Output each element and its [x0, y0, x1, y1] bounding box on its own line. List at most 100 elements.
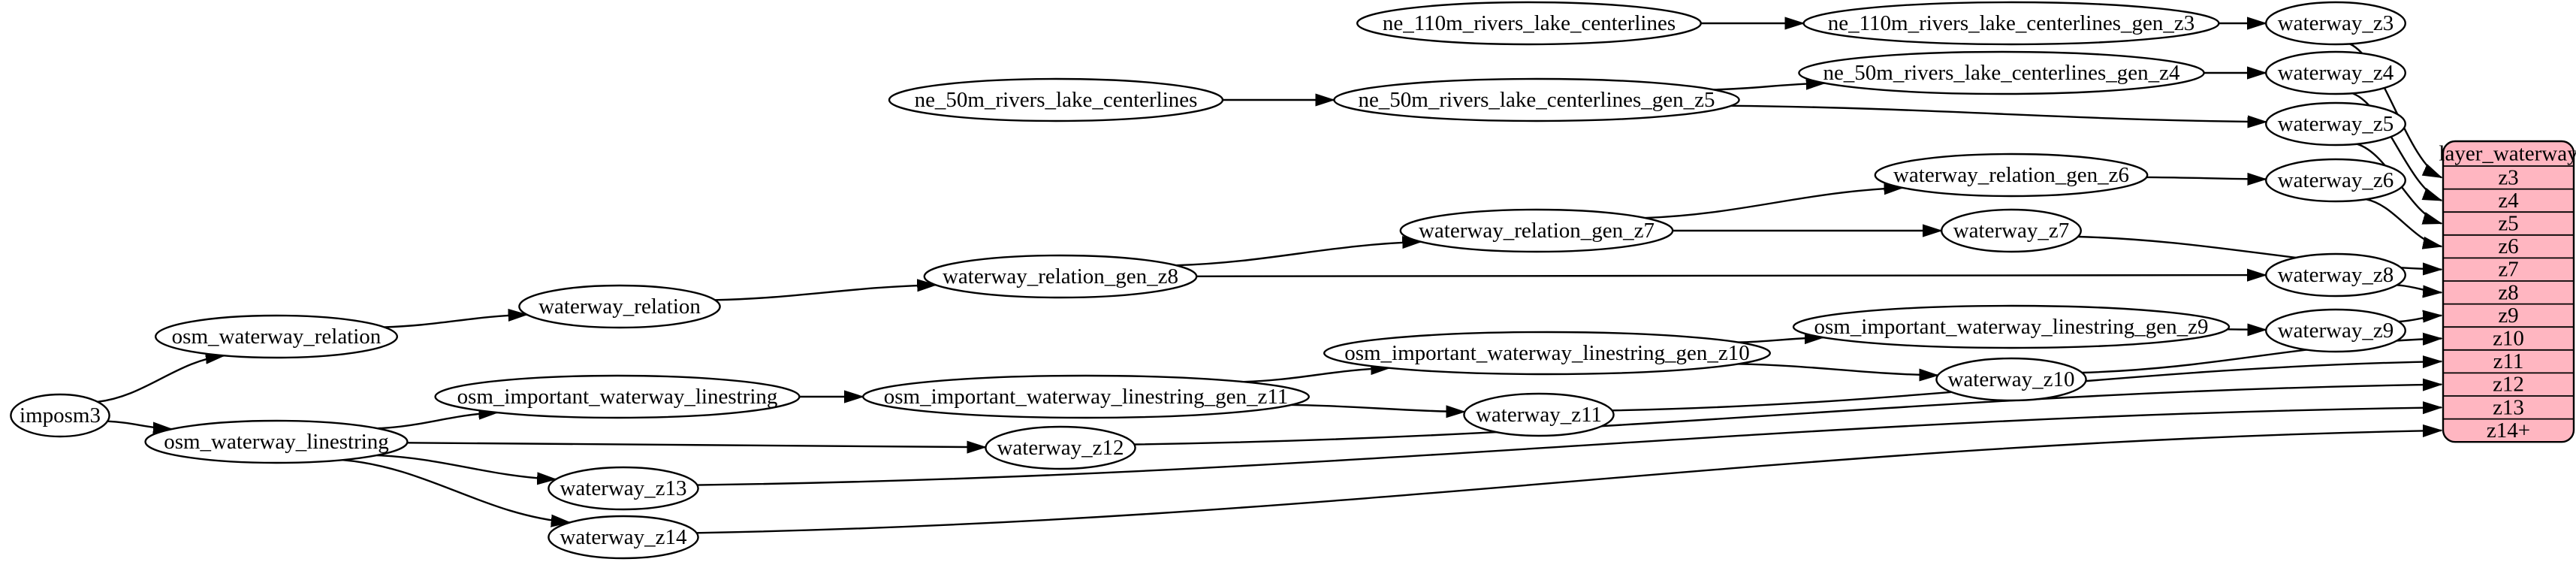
edge-osm_important_waterway_linestring_gen_z10-to-osm_important_waterway_linestring_gen_z9	[1738, 337, 1823, 342]
node-ellipse-waterway_z7	[1940, 208, 2082, 253]
table-row-z13: z13	[2493, 395, 2524, 419]
table-row-z10: z10	[2493, 327, 2524, 351]
table-title: layer_waterway	[2439, 142, 2576, 166]
table-row-z5: z5	[2498, 212, 2518, 236]
node-label-osm_important_waterway_linestring_gen_z10: osm_important_waterway_linestring_gen_z1…	[1344, 341, 1750, 365]
node-waterway_z14: waterway_z14	[547, 515, 699, 560]
edge-waterway_relation-to-waterway_relation_gen_z8	[715, 285, 936, 301]
node-osm_waterway_relation: osm_waterway_relation	[154, 314, 399, 359]
edge-waterway_z6-to-row-z6	[2366, 198, 2442, 246]
node-label-waterway_z7: waterway_z7	[1953, 219, 2070, 243]
node-label-osm_waterway_linestring: osm_waterway_linestring	[164, 430, 389, 454]
edge-waterway_relation_gen_z6-to-waterway_z6	[2146, 177, 2266, 180]
node-ne_50m_rivers_lake_centerlines: ne_50m_rivers_lake_centerlines	[888, 77, 1224, 122]
table-row-z9: z9	[2498, 304, 2518, 328]
edge-osm_important_waterway_linestring_gen_z9-to-waterway_z9	[2227, 329, 2266, 330]
edge-waterway_relation_gen_z7-to-waterway_relation_gen_z6	[1645, 188, 1902, 219]
edge-waterway_z4-to-row-z4	[2352, 92, 2442, 202]
node-label-waterway_z10: waterway_z10	[1947, 367, 2074, 391]
node-label-waterway_z14: waterway_z14	[560, 525, 687, 549]
node-osm_important_waterway_linestring_gen_z9: osm_important_waterway_linestring_gen_z9	[1792, 304, 2231, 349]
node-ne_110m_rivers_lake_centerlines_gen_z3: ne_110m_rivers_lake_centerlines_gen_z3	[1802, 1, 2220, 46]
node-ellipse-osm_important_waterway_linestring	[434, 374, 801, 419]
edge-waterway_relation_gen_z8-to-waterway_relation_gen_z7	[1175, 242, 1421, 267]
node-osm_important_waterway_linestring: osm_important_waterway_linestring	[434, 374, 801, 419]
node-waterway_z5: waterway_z5	[2264, 101, 2406, 147]
edge-waterway_z13-to-row-z13	[697, 407, 2442, 486]
node-ellipse-waterway_z9	[2264, 308, 2406, 353]
node-label-waterway_z13: waterway_z13	[560, 476, 686, 500]
edge-imposm3-to-osm_waterway_linestring	[107, 420, 172, 429]
edge-osm_waterway_linestring-to-osm_important_waterway_linestring	[377, 412, 498, 430]
node-label-imposm3: imposm3	[20, 403, 101, 428]
node-waterway_z9: waterway_z9	[2264, 308, 2406, 353]
node-label-ne_110m_rivers_lake_centerlines_gen_z3: ne_110m_rivers_lake_centerlines_gen_z3	[1828, 11, 2195, 35]
node-label-waterway_z4: waterway_z4	[2278, 61, 2394, 85]
edge-osm_waterway_linestring-to-waterway_z14	[342, 459, 570, 522]
edge-osm_important_waterway_linestring_gen_z11-to-waterway_z11	[1291, 403, 1465, 412]
node-ellipse-waterway_z13	[547, 466, 699, 511]
edge-osm_waterway_linestring-to-waterway_z12	[407, 443, 985, 447]
node-ellipse-waterway_z3	[2264, 1, 2406, 46]
node-ellipse-osm_important_waterway_linestring_gen_z9	[1792, 304, 2231, 349]
node-ellipse-imposm3	[10, 393, 110, 438]
node-label-waterway_z3: waterway_z3	[2278, 11, 2394, 35]
edge-imposm3-to-osm_waterway_relation	[97, 355, 225, 403]
node-osm_important_waterway_linestring_gen_z10: osm_important_waterway_linestring_gen_z1…	[1323, 331, 1771, 376]
node-waterway_z3: waterway_z3	[2264, 1, 2406, 46]
node-ne_110m_rivers_lake_centerlines: ne_110m_rivers_lake_centerlines	[1356, 1, 1702, 46]
table-row-z3: z3	[2498, 165, 2518, 189]
edge-waterway_z14-to-row-z14+	[696, 431, 2442, 534]
node-ne_50m_rivers_lake_centerlines_gen_z5: ne_50m_rivers_lake_centerlines_gen_z5	[1333, 77, 1740, 122]
edge-waterway_z12-to-row-z12	[1134, 385, 2442, 446]
edge-osm_important_waterway_linestring_gen_z10-to-waterway_z10	[1738, 363, 1938, 375]
node-waterway_z10: waterway_z10	[1935, 357, 2087, 402]
node-label-waterway_relation_gen_z7: waterway_relation_gen_z7	[1419, 219, 1654, 243]
node-label-ne_50m_rivers_lake_centerlines: ne_50m_rivers_lake_centerlines	[915, 88, 1198, 112]
node-ellipse-osm_important_waterway_linestring_gen_z10	[1323, 331, 1771, 376]
node-label-waterway_z9: waterway_z9	[2278, 319, 2394, 343]
edge-osm_waterway_linestring-to-waterway_z13	[376, 454, 556, 479]
node-label-osm_waterway_relation: osm_waterway_relation	[172, 325, 382, 349]
node-ellipse-waterway_z4	[2264, 50, 2406, 95]
node-ellipse-osm_waterway_linestring	[144, 419, 409, 464]
table-body	[2442, 140, 2575, 443]
node-label-waterway_relation_gen_z8: waterway_relation_gen_z8	[943, 264, 1178, 289]
node-ellipse-waterway_relation_gen_z8	[923, 254, 1198, 299]
node-label-waterway_z12: waterway_z12	[997, 436, 1124, 460]
nodes-layer: imposm3 osm_waterway_relation osm_waterway…	[10, 1, 2576, 560]
node-waterway_z8: waterway_z8	[2264, 252, 2406, 298]
edge-waterway_z8-to-row-z8	[2397, 284, 2442, 292]
node-waterway_z7: waterway_z7	[1940, 208, 2082, 253]
table-row-z14+: z14+	[2487, 418, 2530, 443]
node-label-ne_50m_rivers_lake_centerlines_gen_z4: ne_50m_rivers_lake_centerlines_gen_z4	[1823, 61, 2180, 85]
node-waterway_relation_gen_z6: waterway_relation_gen_z6	[1874, 153, 2149, 198]
node-ne_50m_rivers_lake_centerlines_gen_z4: ne_50m_rivers_lake_centerlines_gen_z4	[1798, 50, 2205, 95]
node-waterway_relation_gen_z8: waterway_relation_gen_z8	[923, 254, 1198, 299]
node-ellipse-waterway_z11	[1463, 392, 1615, 437]
node-ellipse-waterway_z12	[985, 425, 1136, 470]
node-ellipse-waterway_z14	[547, 515, 699, 560]
node-waterway_z13: waterway_z13	[547, 466, 699, 511]
table-row-z7: z7	[2498, 258, 2518, 282]
node-ellipse-waterway_z6	[2264, 158, 2406, 203]
table-row-z12: z12	[2493, 373, 2524, 397]
node-label-osm_important_waterway_linestring_gen_z9: osm_important_waterway_linestring_gen_z9	[1814, 315, 2208, 339]
table-row-z6: z6	[2498, 234, 2518, 258]
node-ellipse-waterway_relation	[518, 284, 721, 329]
table-layer_waterway: layer_waterwayz3z4z5z6z7z8z9z10z11z12z13…	[2439, 140, 2576, 443]
table-row-z4: z4	[2498, 189, 2519, 213]
node-osm_important_waterway_linestring_gen_z11: osm_important_waterway_linestring_gen_z1…	[861, 374, 1310, 419]
node-ellipse-ne_50m_rivers_lake_centerlines_gen_z5	[1333, 77, 1740, 122]
node-label-waterway_relation_gen_z6: waterway_relation_gen_z6	[1893, 163, 2129, 187]
node-label-ne_50m_rivers_lake_centerlines_gen_z5: ne_50m_rivers_lake_centerlines_gen_z5	[1358, 88, 1715, 112]
node-ellipse-ne_50m_rivers_lake_centerlines	[888, 77, 1224, 122]
edge-osm_important_waterway_linestring_gen_z11-to-osm_important_waterway_linestring_gen_z10	[1243, 368, 1390, 383]
node-label-waterway_relation: waterway_relation	[538, 295, 701, 319]
node-ellipse-ne_110m_rivers_lake_centerlines_gen_z3	[1802, 1, 2220, 46]
edge-waterway_z9-to-row-z9	[2398, 316, 2442, 322]
edge-osm_waterway_relation-to-waterway_relation	[384, 315, 527, 328]
node-label-osm_important_waterway_linestring: osm_important_waterway_linestring	[457, 385, 778, 409]
